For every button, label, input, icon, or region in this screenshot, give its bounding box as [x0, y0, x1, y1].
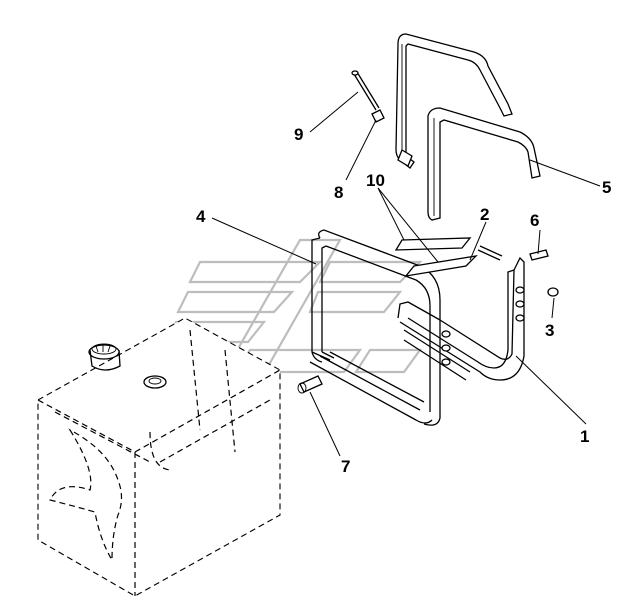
upper-strap — [395, 33, 513, 169]
part-7-spacer — [297, 375, 323, 394]
callout-3: 3 — [545, 321, 554, 340]
part-3-nut — [547, 287, 559, 297]
callout-7: 7 — [341, 457, 350, 476]
leader-7 — [309, 391, 341, 457]
leader-4 — [211, 217, 317, 265]
callout-labels: 1 2 3 4 5 6 7 8 9 10 — [196, 125, 611, 476]
leader-8 — [345, 119, 377, 181]
callout-5: 5 — [602, 178, 611, 197]
leader-3 — [551, 297, 555, 319]
callout-1: 1 — [580, 427, 589, 446]
leader-5 — [529, 159, 601, 187]
leader-1 — [515, 355, 587, 425]
callout-6: 6 — [530, 211, 539, 230]
part-8-spacer — [371, 109, 385, 123]
part-2-bolt — [477, 245, 503, 261]
bracket-bolts — [441, 286, 525, 366]
leader-10b — [377, 187, 439, 263]
part-10-pads — [394, 237, 478, 277]
callout-10: 10 — [366, 171, 385, 190]
leader-2 — [469, 221, 487, 261]
part-5-strap — [427, 107, 541, 221]
callout-9: 9 — [294, 125, 303, 144]
leader-6 — [537, 229, 541, 255]
leader-lines — [211, 91, 601, 457]
part-4-front-frame — [309, 229, 441, 426]
callout-8: 8 — [334, 183, 343, 202]
part-1-rear-frame — [397, 256, 525, 381]
callout-2: 2 — [480, 205, 489, 224]
part-9-bolt — [351, 70, 380, 111]
part-6-stud — [529, 249, 549, 261]
callout-4: 4 — [196, 207, 206, 226]
leader-9 — [309, 91, 359, 133]
leader-10a — [377, 187, 405, 241]
fuel-tank — [37, 317, 281, 597]
watermark-logo — [166, 238, 423, 400]
